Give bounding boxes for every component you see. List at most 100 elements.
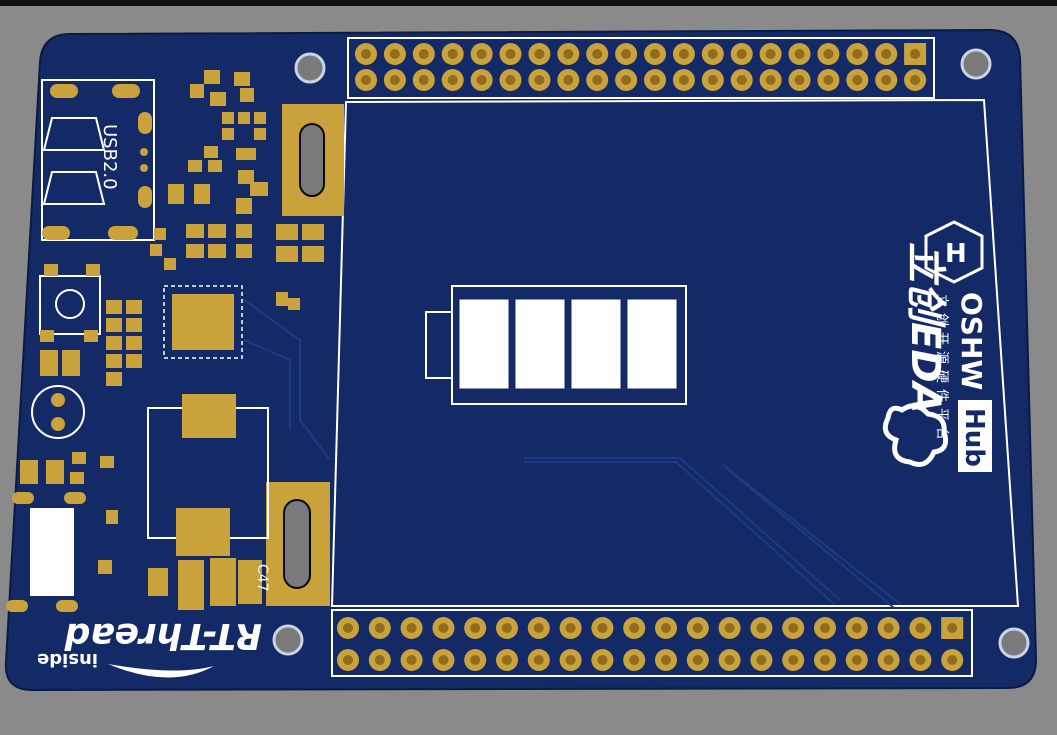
usb-label: USB2.0 [99, 124, 120, 190]
header-pin-hole [505, 49, 516, 59]
smd-cluster-upper [150, 70, 324, 310]
header-pin-hole [678, 49, 689, 59]
header-pin-hole [597, 623, 608, 633]
header-pin-hole [438, 623, 449, 633]
rtthread-logo-text: RT-Thread [63, 615, 262, 656]
mounting-holes [272, 48, 1030, 659]
header-pin-hole [470, 655, 481, 665]
header-pin-hole [406, 655, 417, 665]
header-pin-hole [534, 49, 545, 59]
header-pin-hole [629, 655, 640, 665]
header-pin-hole [565, 623, 576, 633]
battery-segments [459, 299, 677, 389]
header-pin-hole [533, 623, 544, 633]
header-pin-hole [565, 655, 576, 665]
header-pin-hole [765, 49, 776, 59]
battery-segment [627, 299, 677, 389]
lceda-logo-text: 立创EDA [902, 242, 948, 413]
svg-text:H: H [945, 239, 967, 269]
usb-port-icon [41, 79, 155, 241]
header-pin-hole [361, 75, 371, 85]
pcb-traces [243, 299, 901, 609]
header-pin-hole [881, 75, 892, 85]
header-pin-hole [851, 623, 862, 633]
header-pin-hole [883, 623, 894, 633]
header-pin-hole [823, 75, 834, 85]
header-pin-hole [361, 49, 371, 59]
header-pin-hole [629, 623, 640, 633]
header-pin-hole [447, 75, 458, 85]
bottom-header-outline [331, 609, 973, 677]
header-pin-hole [476, 75, 487, 85]
battery-full-icon [425, 285, 687, 405]
header-pin-hole [389, 49, 400, 59]
oshw-subtitle: 立创开源硬件平台 [934, 294, 949, 446]
header-pin-hole [374, 655, 385, 665]
header-pin-hole [533, 655, 544, 665]
oshw-logo: OSHW Hub [955, 292, 992, 472]
header-pin-hole [852, 75, 863, 85]
header-pin-hole [447, 49, 458, 59]
header-pin-hole [661, 655, 671, 665]
oshw-hub-hex-icon: H [924, 220, 984, 284]
rtthread-swoosh [108, 664, 214, 678]
header-pin-hole [692, 655, 703, 665]
header-pin-hole [621, 49, 632, 59]
header-pin-hole [707, 75, 718, 85]
lceda-logo: 立创EDA [902, 242, 948, 413]
header-pin-hole [389, 75, 400, 85]
header-pin-hole [343, 655, 353, 665]
reset-button-footprint [39, 264, 101, 342]
oshw-subtitle-text: 立创开源硬件平台 [934, 294, 949, 446]
bottom-header-pins [337, 617, 964, 671]
top-header-pins [355, 43, 927, 91]
rtthread-sub-text: inside [37, 649, 98, 670]
battery-segment [459, 299, 509, 389]
header-pin-hole [592, 75, 603, 85]
header-pin-hole [820, 655, 830, 665]
header-pin-hole [592, 49, 603, 59]
header-pin-hole [438, 655, 449, 665]
smd-cluster-left [20, 300, 142, 574]
header-pin-hole [343, 623, 353, 633]
header-pin-hole [794, 75, 805, 85]
lcd-area-outline [330, 98, 1020, 607]
header-pin-hole [502, 623, 512, 633]
header-pin-hole [650, 75, 660, 85]
header-pin-hole [788, 623, 799, 633]
header-pin-hole [418, 75, 429, 85]
header-pin-hole [794, 49, 805, 59]
sd-card-footprint [6, 492, 86, 612]
header-pin-hole [756, 623, 767, 633]
header-pin-hole [765, 75, 776, 85]
header-pin-hole [470, 623, 481, 633]
header-pin-hole [563, 49, 574, 59]
header-pin-hole [736, 75, 747, 85]
header-pin-hole [476, 49, 487, 59]
header-pin-hole [947, 655, 958, 665]
buzzer-footprint [31, 385, 85, 439]
header-pin-hole [597, 655, 608, 665]
header-pin-hole [823, 49, 834, 59]
cloud-logo-icon [882, 403, 949, 467]
battery-segment [571, 299, 621, 389]
inductor-footprint [147, 394, 269, 556]
cap-label: C47 [254, 564, 270, 592]
header-pin-hole [756, 655, 767, 665]
header-pin-hole [910, 49, 921, 59]
header-pin-hole [724, 655, 735, 665]
header-pin-hole [502, 655, 512, 665]
header-pin-hole [820, 623, 830, 633]
header-pin-hole [788, 655, 799, 665]
top-frame-band [0, 0, 1057, 6]
header-pin-hole [881, 49, 892, 59]
rtthread-logo: RT-Thread inside [37, 615, 262, 670]
header-pin-hole [910, 75, 921, 85]
header-pin-hole [692, 623, 703, 633]
header-pin-hole [406, 623, 417, 633]
top-header-outline [347, 37, 935, 99]
header-pin-hole [563, 75, 574, 85]
header-pin-hole [661, 623, 671, 633]
header-pin-hole [678, 75, 689, 85]
